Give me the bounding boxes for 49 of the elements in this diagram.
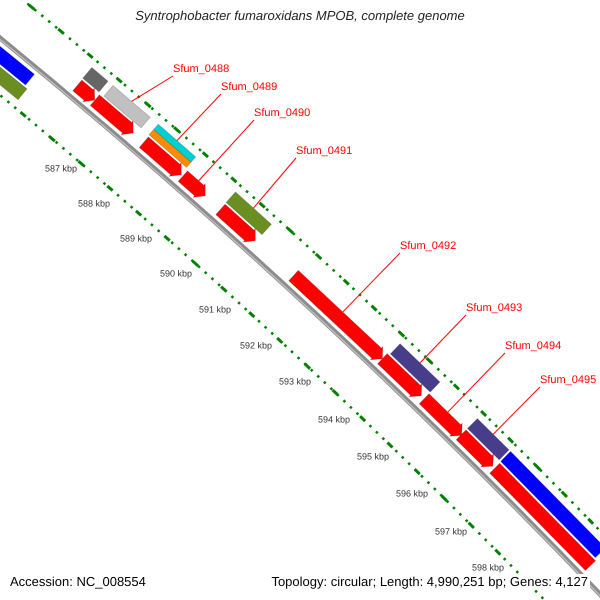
gene-label: Sfum_0494 (505, 340, 562, 353)
scale-label: 592 kbp (240, 340, 272, 352)
scale-label: 589 kbp (120, 234, 152, 244)
scale-label: 597 kbp (434, 526, 468, 538)
pointed-gene-bar (215, 204, 256, 242)
scale-label: 596 kbp (396, 488, 428, 500)
scale-label: 587 kbp (44, 164, 78, 174)
scale-label: 588 kbp (78, 198, 110, 210)
gene-bar (466, 418, 510, 460)
pointed-gene-bar (418, 393, 463, 437)
leader-line (420, 314, 466, 364)
scale-label: 590 kbp (160, 268, 192, 280)
pointed-gene-bar (456, 429, 494, 468)
scale-label: 591 kbp (198, 304, 232, 316)
gene-label: Sfum_0493 (466, 302, 522, 315)
pointed-gene-bar (178, 170, 206, 198)
gene-label: Sfum_0495 (540, 374, 596, 387)
leader-line (447, 352, 506, 413)
pointed-gene-bar (90, 94, 134, 136)
gene-bar (226, 191, 272, 236)
map-title: Syntrophobacter fumaroxidans MPOB, complete genome (134, 8, 466, 24)
accession-text: Accession: NC_008554 (8, 574, 148, 590)
leader-line (198, 120, 254, 182)
leader-line (342, 252, 400, 312)
scale-label: 598 kbp (472, 562, 504, 574)
gene-label: Sfum_0491 (296, 145, 352, 158)
leader-line (176, 94, 222, 142)
gene-label: Sfum_0490 (254, 107, 310, 120)
gene-label: Sfum_0488 (173, 63, 230, 76)
gene-bar (390, 343, 440, 393)
gene-label: Sfum_0489 (221, 81, 278, 94)
gene-bar (489, 462, 596, 572)
gene-bar (82, 66, 109, 92)
leader-line (131, 76, 174, 102)
scale-label: 594 kbp (318, 414, 350, 426)
leader-line (252, 158, 296, 209)
gene-bar (500, 450, 600, 558)
pointed-gene-bar (72, 80, 96, 102)
gene-bar (153, 124, 196, 163)
gene-bar (103, 84, 151, 128)
leader-line (492, 386, 540, 435)
pointed-gene-bar (288, 270, 384, 360)
genome-stats-text: Topology: circular; Length: 4,990,251 bp; Genes: 4,127 (269, 574, 590, 590)
scale-label: 593 kbp (278, 376, 312, 388)
gene-bar (148, 128, 192, 168)
pointed-gene-bar (138, 136, 182, 177)
pointed-gene-bar (377, 353, 422, 398)
scale-label: 595 kbp (356, 452, 390, 462)
gene-label: Sfum_0492 (400, 240, 456, 253)
